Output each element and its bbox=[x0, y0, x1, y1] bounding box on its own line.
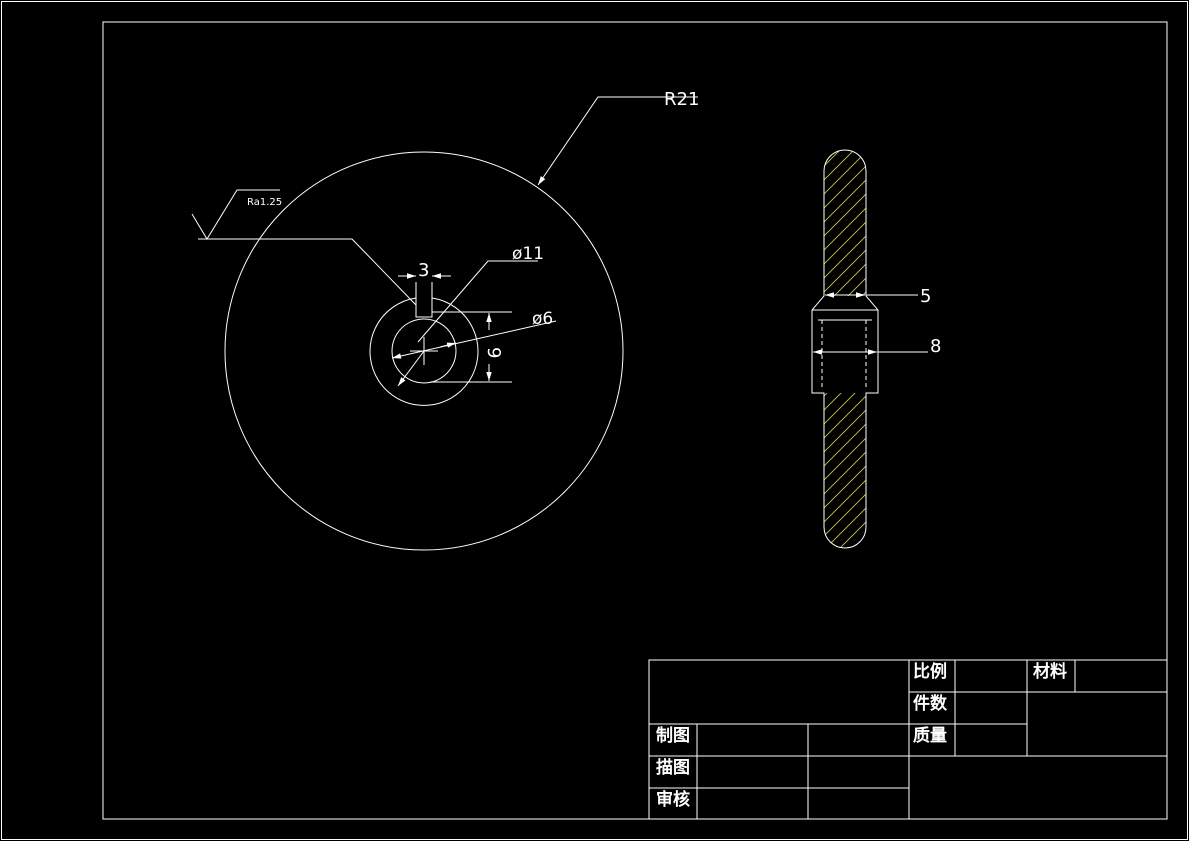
quantity-label: 件数 bbox=[913, 693, 948, 714]
roughness-leader bbox=[198, 238, 417, 306]
inner-border bbox=[102, 21, 1168, 820]
roughness-symbol bbox=[191, 189, 280, 240]
dim9-label: 9 bbox=[483, 347, 504, 358]
r21-label: R21 bbox=[664, 89, 699, 110]
dia11-arrow-line bbox=[397, 350, 425, 387]
outer-circle bbox=[224, 151, 624, 551]
r21-leader bbox=[537, 96, 698, 186]
title-block: 比例 材料 件数 质量 制图 描图 审核 bbox=[648, 659, 1168, 820]
mass-label: 质量 bbox=[913, 725, 947, 746]
drawn-label: 制图 bbox=[656, 725, 690, 746]
traced-label: 描图 bbox=[656, 757, 690, 778]
dia11-leader bbox=[417, 260, 538, 343]
material-label: 材料 bbox=[1033, 661, 1067, 682]
dia6-label: ø6 bbox=[532, 309, 553, 329]
front-view: R21 Ra1.25 3 ø11 ø6 9 bbox=[191, 89, 699, 551]
dia6-line bbox=[391, 320, 557, 359]
dim3-label: 3 bbox=[418, 260, 429, 281]
dia11-label: ø11 bbox=[512, 244, 544, 264]
dia6-line-2 bbox=[439, 342, 457, 348]
scale-label: 比例 bbox=[913, 661, 947, 682]
section-hatch bbox=[824, 150, 866, 548]
dim8-label: 8 bbox=[930, 336, 941, 357]
dim5-label: 5 bbox=[920, 286, 931, 307]
side-outline bbox=[811, 149, 879, 549]
checked-label: 审核 bbox=[656, 789, 690, 810]
side-view: 5 8 bbox=[811, 149, 941, 549]
roughness-label: Ra1.25 bbox=[247, 197, 282, 208]
bore-outline bbox=[391, 318, 457, 384]
hub-outline-keyway bbox=[369, 297, 479, 406]
